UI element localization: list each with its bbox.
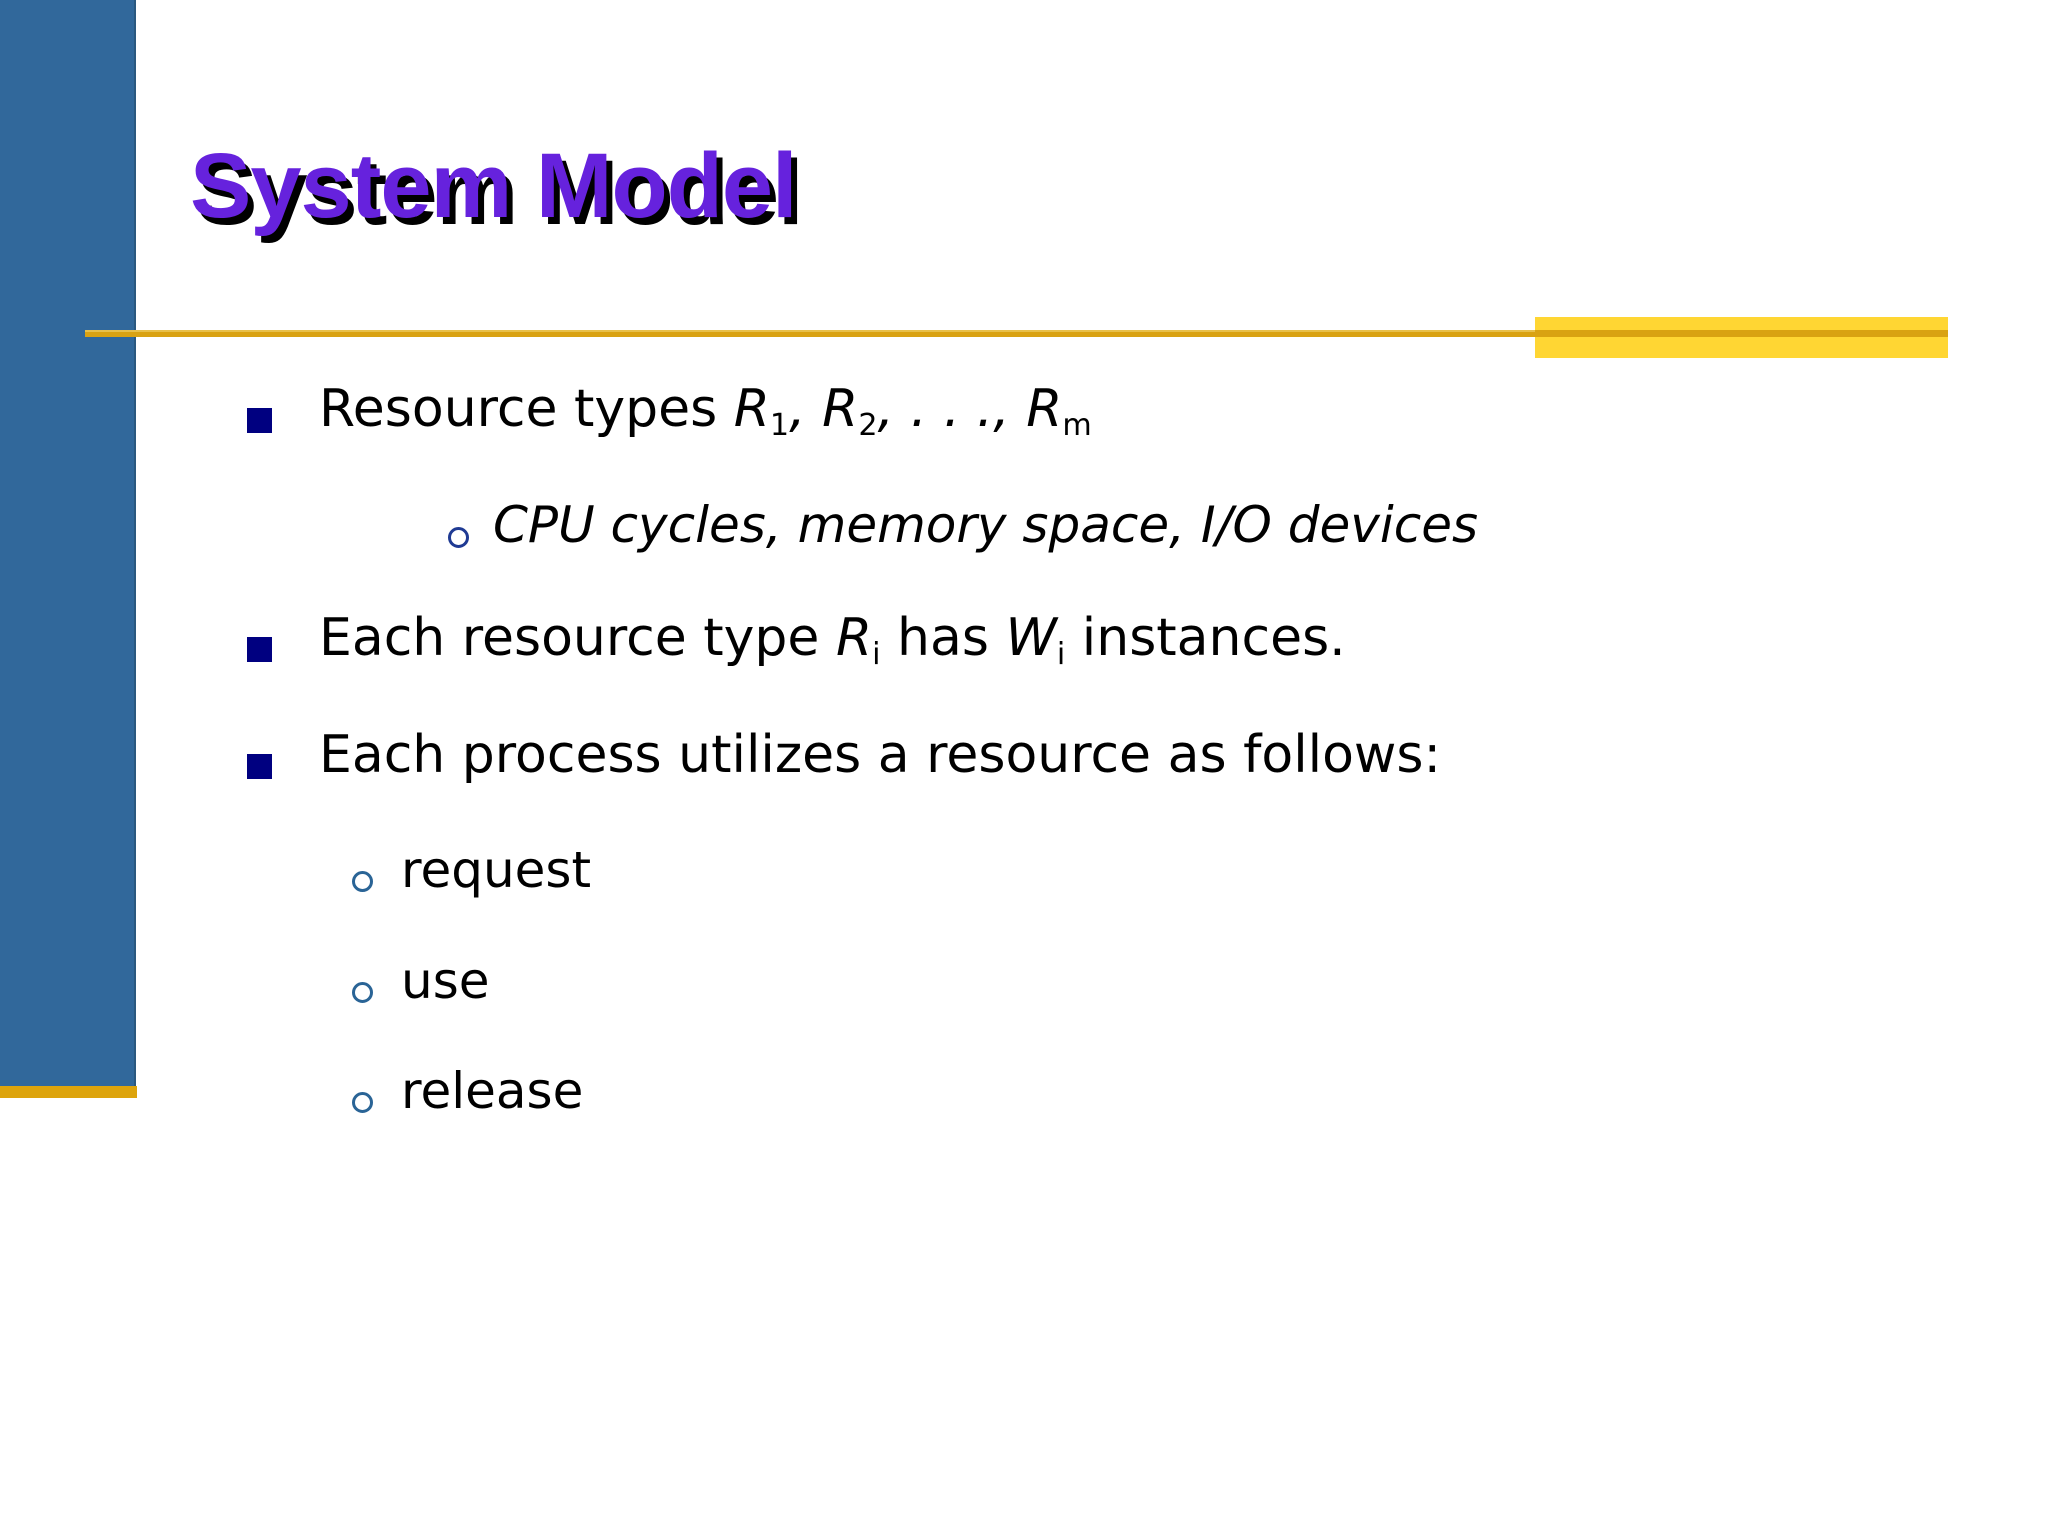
filled-square-bullet	[247, 637, 272, 663]
list-item: release	[352, 1065, 2048, 1118]
slide-body-list: Resource types R1, R2, . . ., Rm CPU cycl…	[0, 382, 2048, 1176]
list-item: request	[352, 844, 2048, 897]
slide-title-container: System Model	[190, 140, 1590, 270]
list-item: use	[352, 955, 2048, 1008]
hollow-circle-bullet	[352, 871, 373, 893]
filled-square-bullet	[247, 753, 272, 779]
list-item-label: Resource types R1, R2, . . ., Rm	[319, 379, 1092, 444]
gold-highlight-block	[1535, 317, 1948, 358]
gold-highlight-block-rule	[1535, 330, 1948, 337]
sidebar-gold-footer	[0, 1086, 137, 1098]
slide-title: System Model	[190, 135, 798, 237]
list-item-label: release	[401, 1062, 584, 1121]
list-item-label: Each resource type Ri has Wi instances.	[319, 608, 1346, 673]
list-item: CPU cycles, memory space, I/O devices	[448, 495, 2048, 554]
list-item: Each resource type Ri has Wi instances.	[247, 608, 2048, 673]
filled-square-bullet	[247, 408, 272, 433]
sidebar-accent-bar	[0, 0, 136, 1086]
list-item-label: CPU cycles, memory space, I/O devices	[493, 495, 1479, 554]
hollow-circle-bullet	[352, 1092, 373, 1114]
hollow-circle-bullet	[448, 526, 469, 548]
title-underline-rule	[85, 330, 1948, 337]
list-item-label: request	[401, 841, 592, 900]
list-item: Each process utilizes a resource as foll…	[247, 724, 2048, 785]
list-item-label: Each process utilizes a resource as foll…	[319, 724, 1442, 785]
hollow-circle-bullet	[352, 981, 373, 1003]
list-item: Resource types R1, R2, . . ., Rm	[247, 379, 2048, 444]
title-underline-highlight	[85, 330, 1948, 332]
list-item-label: use	[401, 951, 490, 1010]
